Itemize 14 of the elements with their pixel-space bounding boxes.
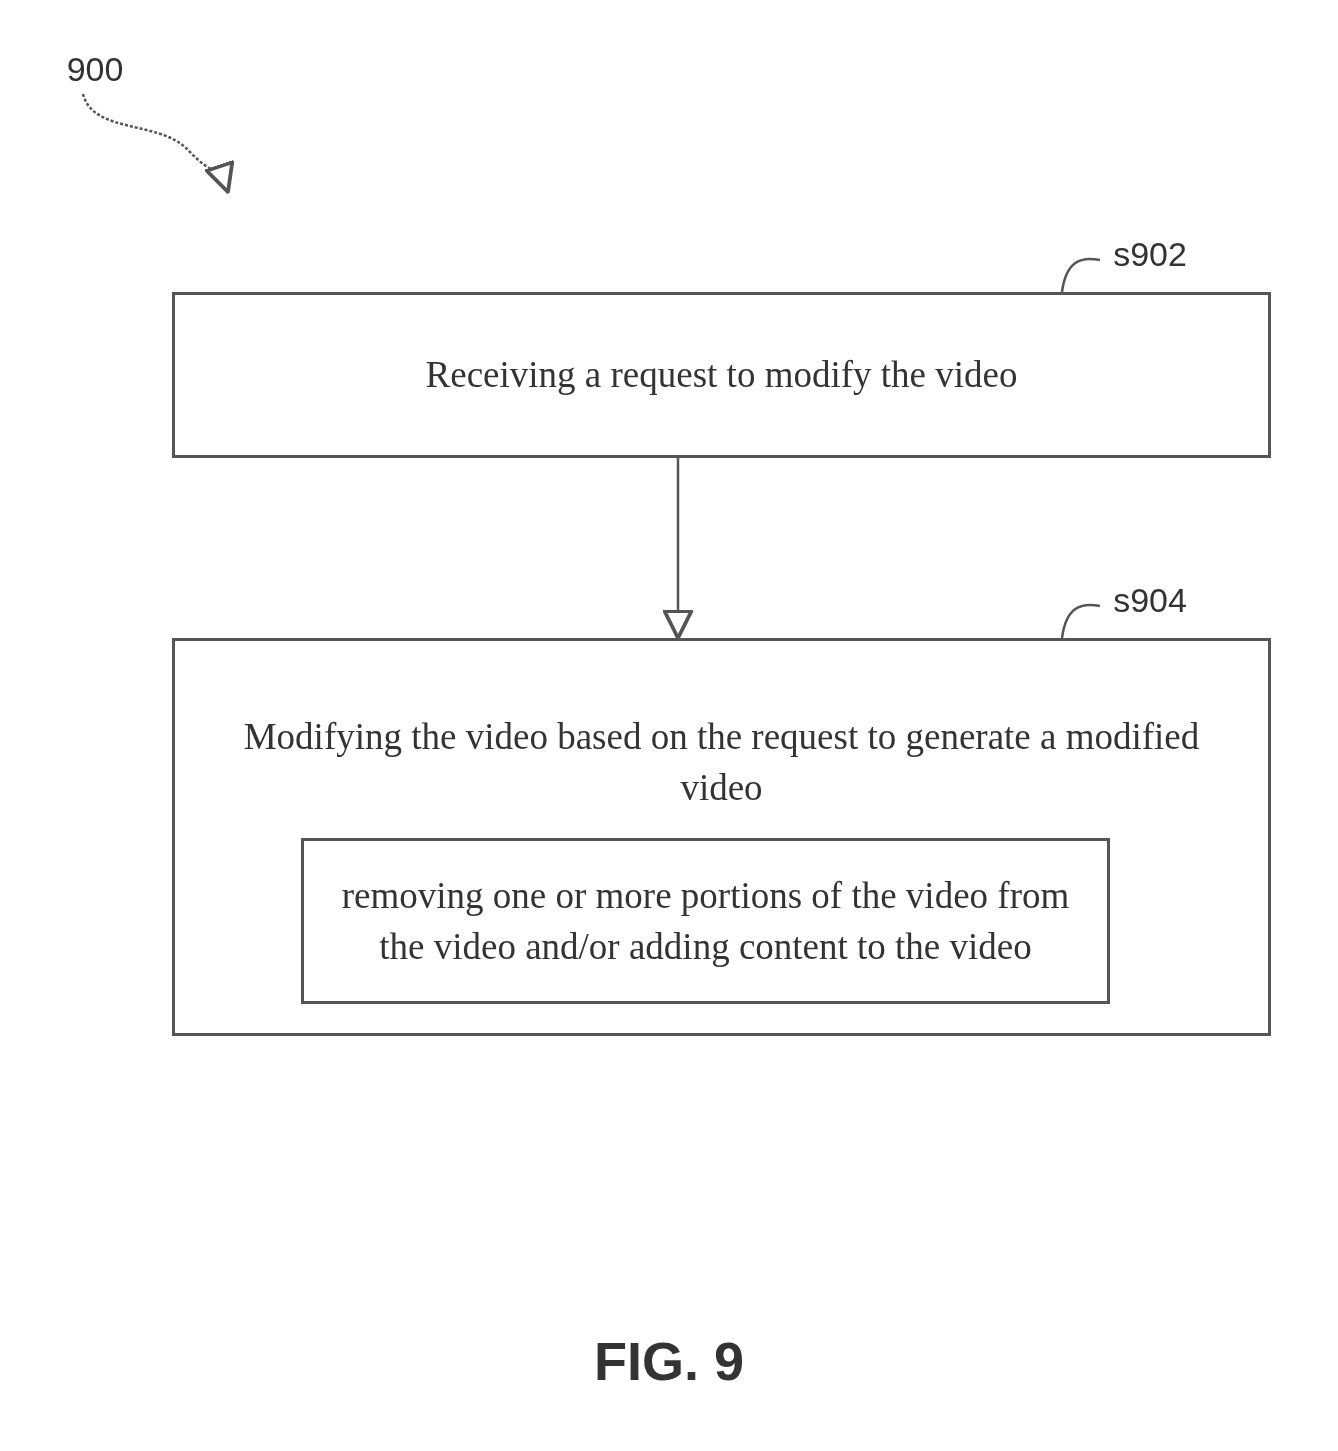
arrow bbox=[662, 458, 694, 640]
leader-line bbox=[1060, 257, 1101, 293]
step-text: removing one or more portions of the video from the video and/or adding content to the video bbox=[340, 873, 1071, 969]
sub-step-box bbox=[301, 838, 1110, 1004]
leader-line bbox=[1060, 603, 1101, 639]
reference-numeral: s904 bbox=[1113, 580, 1187, 620]
process-box bbox=[172, 292, 1271, 458]
step-text: Receiving a request to modify the video bbox=[425, 353, 1018, 398]
figure-caption: FIG. 9 bbox=[593, 1330, 745, 1392]
step-text: Modifying the video based on the request to generate a modified video bbox=[242, 715, 1201, 811]
reference-numeral: s902 bbox=[1113, 234, 1187, 274]
arrow bbox=[81, 93, 234, 194]
reference-numeral: 900 bbox=[66, 49, 124, 89]
process-box bbox=[172, 638, 1271, 1036]
